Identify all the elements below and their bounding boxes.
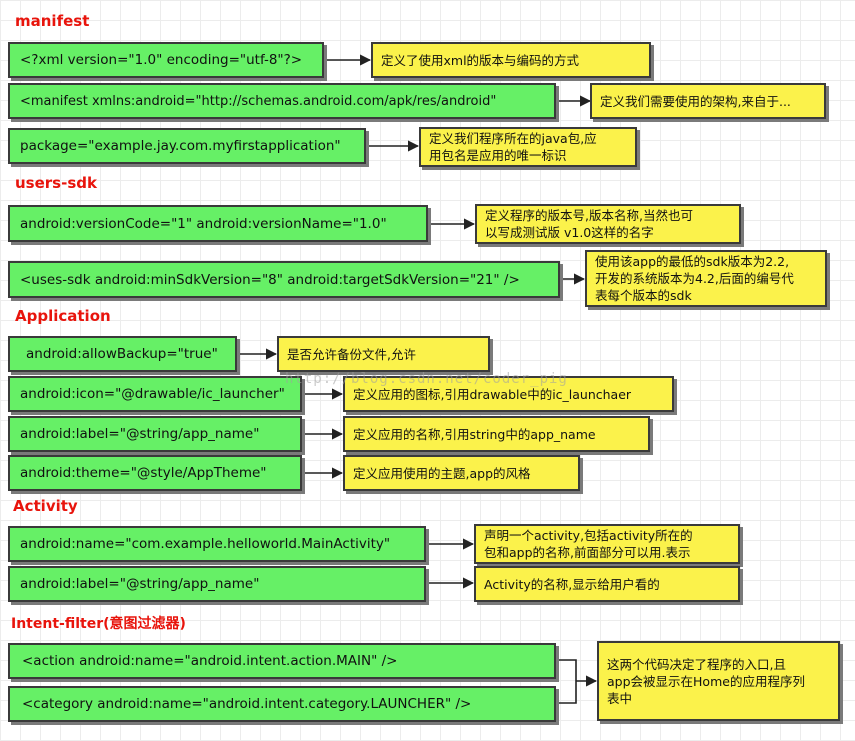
code-activity-name: android:name="com.example.helloworld.Mai… [8, 526, 426, 562]
code-manifest-namespace: <manifest xmlns:android="http://schemas.… [8, 83, 556, 119]
section-title-application: Application [15, 307, 111, 325]
code-category-launcher: <category android:name="android.intent.c… [8, 686, 556, 722]
code-action-main: <action android:name="android.intent.act… [8, 643, 556, 679]
note-line: 声明一个activity,包括activity所在的 [484, 528, 693, 543]
note-line: 使用该app的最低的sdk版本为2.2, [595, 254, 790, 269]
note-line: 定义我们程序所在的java包,应 [429, 131, 597, 146]
note-line: 表每个版本的sdk [595, 288, 692, 303]
note-line: 这两个代码决定了程序的入口,且 [607, 656, 786, 672]
code-allow-backup: android:allowBackup="true" [8, 336, 237, 372]
note-line: 以写成测试版 v1.0这样的名字 [485, 225, 654, 240]
note-allow-backup: 是否允许备份文件,允许 [277, 336, 490, 372]
code-icon: android:icon="@drawable/ic_launcher" [8, 376, 302, 412]
note-line: 定义程序的版本号,版本名称,当然也可 [485, 208, 693, 223]
section-title-manifest: manifest [15, 12, 90, 30]
code-app-label: android:label="@string/app_name" [8, 416, 302, 452]
note-line: 定义应用的名称,引用string中的app_name [353, 426, 596, 442]
code-activity-label: android:label="@string/app_name" [8, 566, 426, 602]
note-line: 开发的系统版本为4.2,后面的编号代 [595, 271, 794, 286]
note-theme: 定义应用使用的主题,app的风格 [343, 455, 580, 491]
note-intent-filter: 这两个代码决定了程序的入口,且 app会被显示在Home的应用程序列 表中 [597, 641, 840, 721]
note-line: app会被显示在Home的应用程序列 [607, 673, 805, 689]
bracket-intent [556, 659, 577, 704]
note-activity-label: Activity的名称,显示给用户看的 [474, 566, 740, 602]
watermark: http://blog.csdn.net/coder_pig [285, 371, 568, 387]
note-app-label: 定义应用的名称,引用string中的app_name [343, 416, 650, 452]
note-line: 是否允许备份文件,允许 [287, 346, 416, 362]
section-title-users-sdk: users-sdk [15, 174, 97, 192]
note-version: 定义程序的版本号,版本名称,当然也可 以写成测试版 v1.0这样的名字 [475, 204, 741, 244]
code-xml-declaration: <?xml version="1.0" encoding="utf-8"?> [8, 42, 324, 78]
note-activity-name: 声明一个activity,包括activity所在的 包和app的名称,前面部分… [474, 524, 740, 564]
note-icon: 定义应用的图标,引用drawable中的ic_launchaer [343, 376, 674, 412]
note-line: 定义了使用xml的版本与编码的方式 [381, 52, 580, 68]
note-package: 定义我们程序所在的java包,应 用包名是应用的唯一标识 [419, 127, 637, 167]
note-uses-sdk: 使用该app的最低的sdk版本为2.2, 开发的系统版本为4.2,后面的编号代 … [585, 250, 827, 307]
note-line: 表中 [607, 690, 633, 706]
code-package: package="example.jay.com.myfirstapplicat… [8, 128, 366, 164]
note-manifest-namespace: 定义我们需要使用的架构,来自于... [590, 83, 826, 119]
note-line: Activity的名称,显示给用户看的 [484, 576, 660, 592]
note-line: 包和app的名称,前面部分可以用.表示 [484, 545, 691, 560]
section-title-activity: Activity [13, 497, 78, 515]
note-xml-declaration: 定义了使用xml的版本与编码的方式 [371, 42, 651, 78]
section-title-intent-filter: Intent-filter(意图过滤器) [11, 616, 186, 632]
code-version: android:versionCode="1" android:versionN… [8, 205, 428, 242]
code-uses-sdk: <uses-sdk android:minSdkVersion="8" andr… [8, 261, 560, 298]
note-line: 用包名是应用的唯一标识 [429, 148, 567, 163]
note-line: 定义我们需要使用的架构,来自于... [600, 93, 791, 109]
code-theme: android:theme="@style/AppTheme" [8, 455, 302, 491]
note-line: 定义应用使用的主题,app的风格 [353, 465, 531, 481]
note-line: 定义应用的图标,引用drawable中的ic_launchaer [353, 386, 632, 402]
